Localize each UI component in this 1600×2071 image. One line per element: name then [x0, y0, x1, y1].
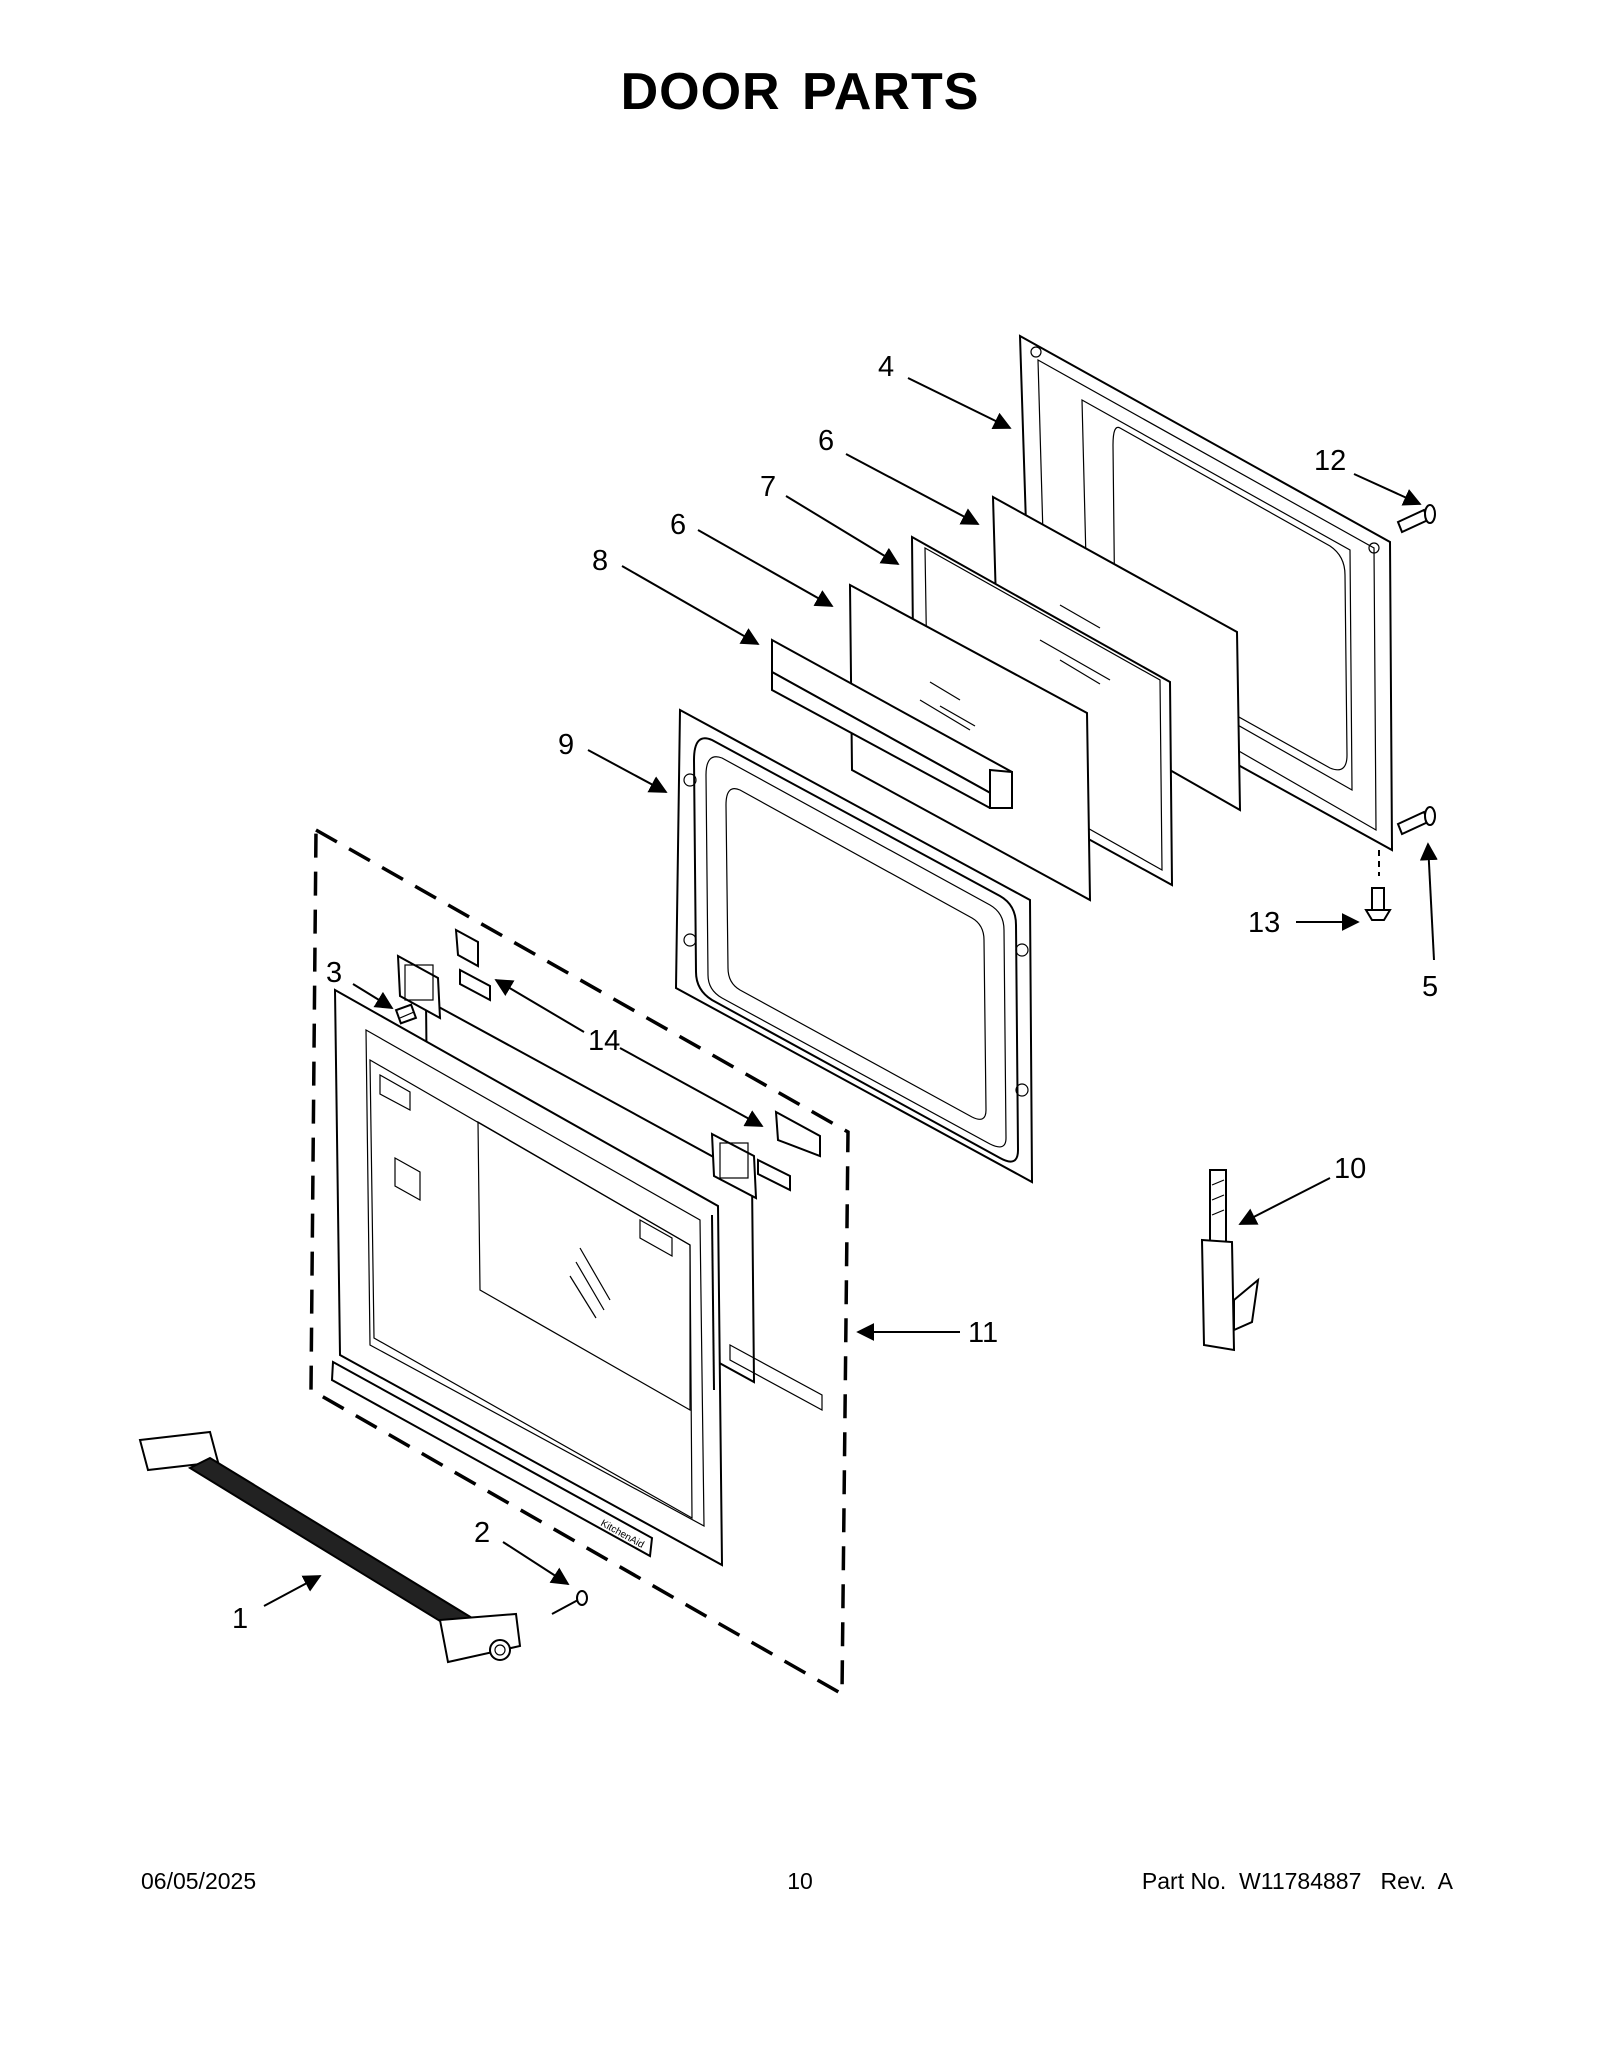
- handle-screw: [551, 1590, 588, 1615]
- callout-2: 2: [474, 1517, 490, 1549]
- callout-4: 4: [878, 351, 894, 383]
- callout-11: 11: [968, 1317, 998, 1349]
- callout-3: 3: [326, 957, 342, 989]
- callout-5: 5: [1422, 971, 1438, 1003]
- hinge-bracket-bottom: [710, 1110, 821, 1200]
- callout-13: 13: [1248, 907, 1280, 939]
- door-handle: [138, 1430, 522, 1664]
- leader-lines: [263, 377, 1438, 1607]
- callout-12: 12: [1314, 445, 1346, 477]
- screw-13: [1364, 887, 1392, 921]
- callout-7: 7: [760, 471, 776, 503]
- door-bumper: [394, 1003, 418, 1025]
- screw-12: [1396, 504, 1436, 534]
- footer-page-number: 10: [787, 1868, 813, 1894]
- outer-door-panel: KitchenAid: [330, 988, 823, 1567]
- callout-6-front: 6: [670, 509, 686, 541]
- footer-date: 06/05/2025: [141, 1868, 257, 1894]
- callout-9: 9: [558, 729, 574, 761]
- hinge-bracket-top: [396, 928, 491, 1020]
- insulation-block: [771, 638, 1013, 809]
- callout-labels: 4 6 7 6 8 9 3 14 2 1 10 11 12 13 5: [232, 351, 1438, 1635]
- callout-10: 10: [1334, 1153, 1366, 1185]
- page-title: DOOR PARTS: [620, 63, 980, 121]
- door-hinge: [1200, 1169, 1260, 1352]
- footer-part-number: Part No. W11784887 Rev. A: [1141, 1868, 1453, 1894]
- screw-5: [1396, 806, 1436, 836]
- callout-6-rear: 6: [818, 425, 834, 457]
- callout-14: 14: [588, 1025, 620, 1057]
- callout-8: 8: [592, 545, 608, 577]
- inner-door-liner: [1018, 334, 1394, 852]
- door-frame-gasket: [674, 708, 1034, 1184]
- callout-1: 1: [232, 1603, 248, 1635]
